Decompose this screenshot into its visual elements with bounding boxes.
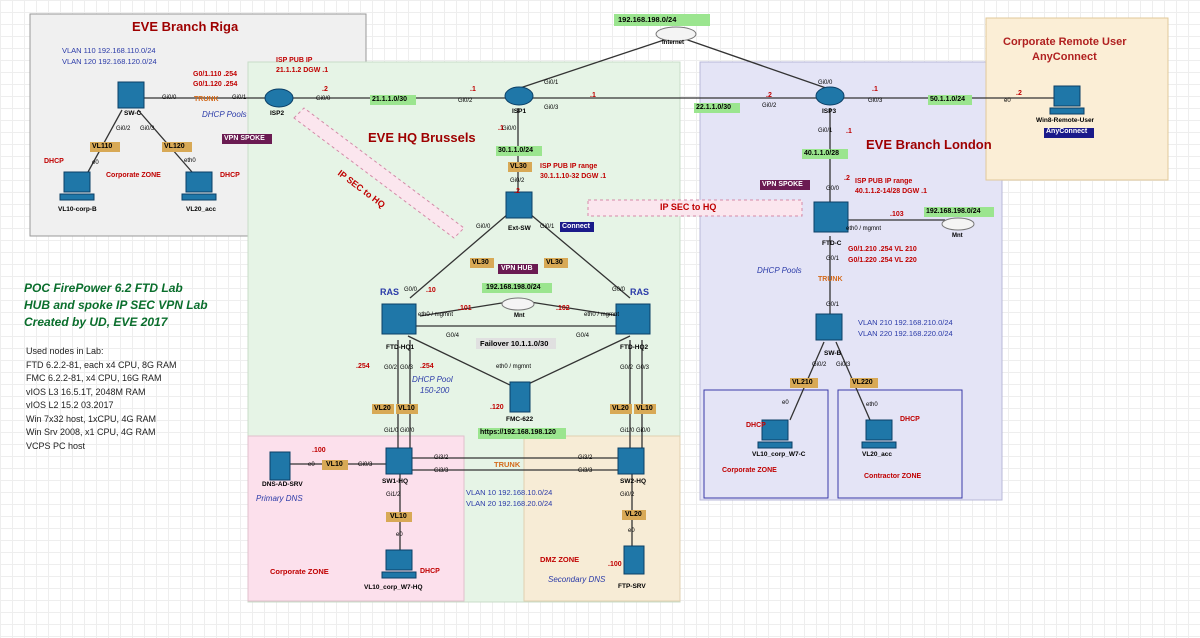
server-icon bbox=[269, 381, 645, 575]
zone-london bbox=[699, 61, 1003, 501]
net-highlights bbox=[370, 14, 994, 439]
router-icon bbox=[264, 86, 845, 108]
ipsec-riga-tunnel bbox=[293, 107, 465, 239]
switch-icon bbox=[117, 81, 843, 475]
vl-tag-boxes bbox=[90, 142, 878, 522]
vpn-spoke-riga-box bbox=[222, 134, 272, 144]
zone-london-contractor bbox=[837, 389, 963, 499]
connect-box bbox=[560, 222, 594, 232]
vpn-hub-box bbox=[498, 264, 538, 274]
zone-london-corp bbox=[703, 389, 829, 499]
anyconnect-box bbox=[1044, 128, 1094, 138]
links bbox=[87, 37, 1056, 550]
cloud-icon bbox=[501, 26, 975, 311]
ipsec-london-tunnel bbox=[587, 199, 803, 217]
pc-icon bbox=[59, 85, 1085, 579]
firewall-icon bbox=[381, 201, 849, 335]
vpn-spoke-london-box bbox=[760, 180, 810, 190]
zone-hq-dmz bbox=[523, 435, 681, 602]
